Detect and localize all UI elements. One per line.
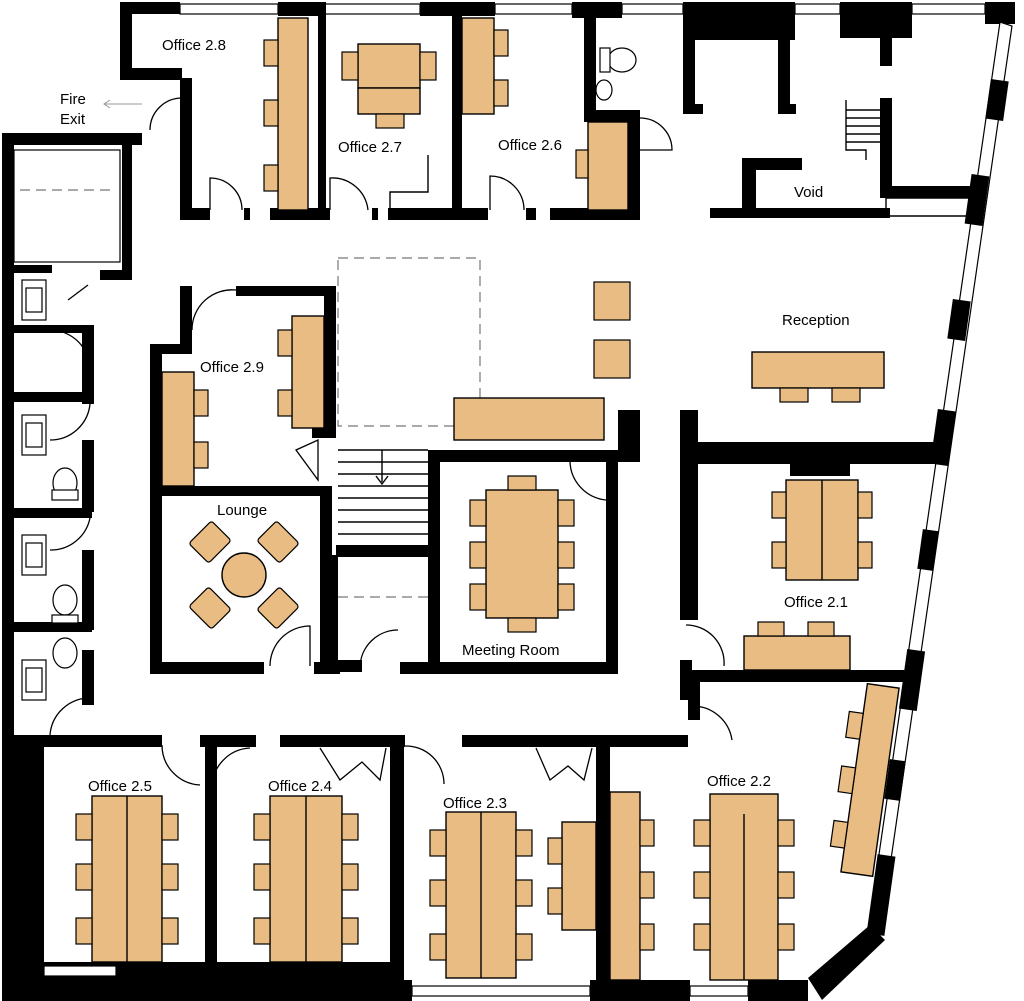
lounge-furniture — [189, 521, 299, 629]
lounge-label: Lounge — [217, 502, 267, 519]
top-office-walls — [180, 2, 980, 220]
room-labels: Fire Exit Office 2.8 Office 2.7 Office 2… — [60, 37, 850, 812]
void-label: Void — [794, 184, 823, 201]
office-2-9-doors — [191, 289, 319, 667]
bottom-office-walls — [92, 670, 700, 985]
reception-label: Reception — [782, 312, 850, 329]
top-doors — [149, 97, 673, 211]
office-2-5-label: Office 2.5 — [88, 778, 152, 795]
washroom-fixtures — [13, 149, 121, 736]
office-2-9-label: Office 2.9 — [200, 359, 264, 376]
bottom-doors — [161, 744, 593, 789]
office-2-3-furniture — [429, 811, 597, 979]
office-2-7-furniture — [341, 43, 437, 129]
stair-core — [328, 257, 481, 672]
meeting-table — [469, 475, 575, 633]
office-2-4-furniture — [253, 795, 359, 963]
office-2-1-label: Office 2.1 — [784, 594, 848, 611]
top-office-thin-walls — [389, 100, 970, 218]
office-2-6-label: Office 2.6 — [498, 137, 562, 154]
office-2-5-furniture — [75, 795, 179, 963]
office-2-1-furniture — [743, 479, 900, 878]
office-2-2-label: Office 2.2 — [707, 773, 771, 790]
office-2-6-furniture — [461, 17, 637, 211]
office-2-8-furniture — [263, 17, 309, 211]
meeting-room-label: Meeting Room — [462, 642, 560, 659]
office-2-7-label: Office 2.7 — [338, 139, 402, 156]
fire-exit-label: Fire — [60, 91, 86, 108]
fire-exit-arrow-icon — [103, 99, 142, 109]
meeting-room-walls — [400, 410, 640, 674]
office-2-9-furniture — [161, 315, 325, 487]
office-2-3-label: Office 2.3 — [443, 795, 507, 812]
office-2-1-walls — [680, 410, 942, 741]
office-2-2-furniture — [609, 791, 795, 981]
office-2-4-label: Office 2.4 — [268, 778, 332, 795]
reception-lounge-furniture — [453, 281, 885, 441]
office-2-8-label: Office 2.8 — [162, 37, 226, 54]
fire-exit-label-line2: Exit — [60, 111, 86, 128]
